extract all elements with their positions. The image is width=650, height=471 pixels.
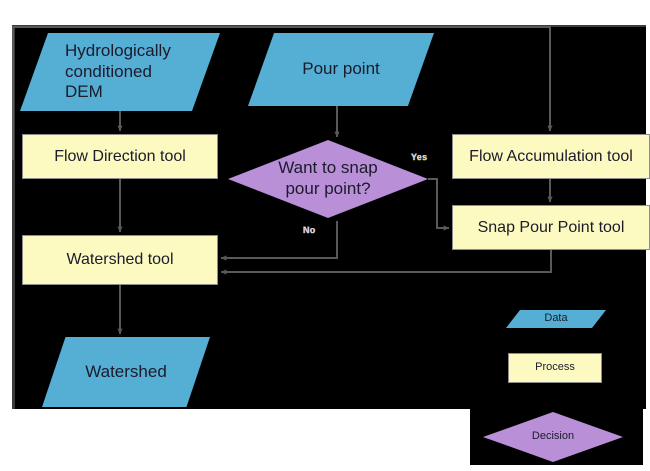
edge-label-yes: Yes [411, 152, 428, 162]
node-label: Hydrologically conditioned DEM [65, 40, 171, 102]
edge-snap-to-watershedtool [220, 250, 552, 275]
legend-label: Decision [531, 430, 575, 443]
node-label: Watershed tool [66, 251, 174, 269]
node-label: Want to snap pour point? [278, 158, 378, 198]
node-label: Flow Direction tool [54, 147, 186, 165]
node-label: Pour point [302, 59, 380, 79]
edge-yes-to-snap [428, 178, 450, 231]
node-flow-accumulation-tool[interactable]: Flow Accumulation tool [452, 134, 650, 179]
edge-label-no: No [303, 225, 316, 235]
node-snap-pour-point-tool[interactable]: Snap Pour Point tool [452, 205, 650, 250]
legend-label: Data [544, 312, 568, 325]
node-watershed-tool[interactable]: Watershed tool [22, 235, 218, 285]
node-pour-point[interactable]: Pour point [248, 33, 434, 106]
node-flow-direction-tool[interactable]: Flow Direction tool [22, 134, 218, 179]
legend-item-process: Process [508, 353, 602, 383]
node-label: Watershed [85, 361, 167, 381]
edge-dem-to-flowaccumulation [12, 26, 553, 160]
node-hydrologically-conditioned-dem[interactable]: Hydrologically conditioned DEM [20, 33, 220, 111]
node-label: Snap Pour Point tool [477, 218, 625, 236]
legend-item-data: Data [506, 310, 606, 328]
legend-label: Process [535, 361, 575, 374]
node-watershed-output[interactable]: Watershed [42, 337, 210, 407]
edge-no-to-watershedtool [220, 221, 338, 261]
node-label: Flow Accumulation tool [469, 147, 633, 165]
